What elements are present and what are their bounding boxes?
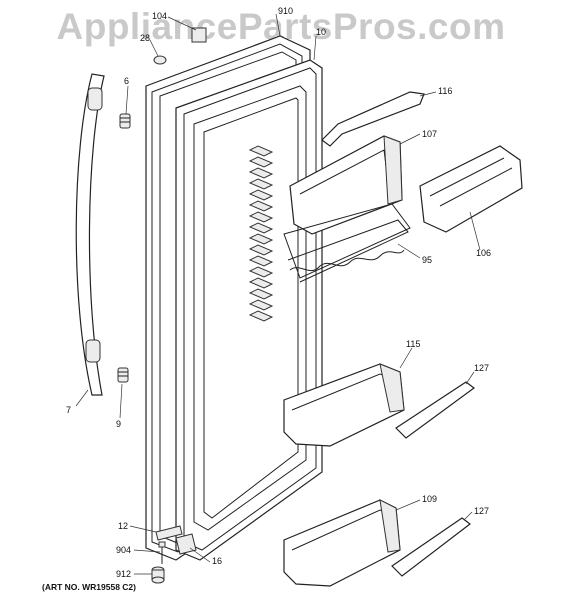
shelf-rail-rib: [248, 145, 274, 157]
door-bin-115: [283, 363, 405, 447]
callout-28: 28: [140, 33, 151, 43]
trim-127-upper: [395, 381, 476, 439]
shelf-rail-rib: [248, 299, 274, 311]
shelf-rail-rib: [248, 178, 274, 190]
shelf-rails: [248, 145, 274, 322]
cap-28: [153, 55, 167, 65]
door-handle: [75, 73, 105, 396]
callout-6: 6: [124, 76, 130, 86]
hinge-plate-12: [155, 525, 183, 541]
callout-106: 106: [476, 248, 492, 258]
callout-910: 910: [278, 6, 294, 16]
screw-6: [119, 113, 131, 129]
shelf-rail-rib: [248, 233, 274, 245]
callout-10: 10: [316, 27, 327, 37]
wire-rack-95: [283, 203, 411, 283]
callout-104: 104: [152, 11, 168, 21]
callout-9: 9: [116, 419, 122, 429]
shelf-rail-rib: [248, 277, 274, 289]
callout-107: 107: [422, 129, 438, 139]
callout-12: 12: [118, 521, 129, 531]
callout-904: 904: [116, 545, 132, 555]
shelf-rail-rib: [248, 222, 274, 234]
shelf-rail-rib: [248, 200, 274, 212]
door-liner: [193, 85, 307, 531]
shelf-rail-rib: [248, 244, 274, 256]
screw-9: [117, 367, 129, 383]
callout-109: 109: [422, 494, 438, 504]
bin-bar-116: [321, 91, 425, 147]
callout-95: 95: [422, 255, 433, 265]
callout-115: 115: [406, 339, 421, 349]
callout-116: 116: [438, 86, 453, 96]
callout-7: 7: [66, 405, 72, 415]
door-bin-109: [283, 499, 401, 587]
plug-104: [191, 27, 207, 43]
leader-lines: [75, 13, 481, 575]
shelf-rail-rib: [248, 167, 274, 179]
shelf-rail-rib: [248, 189, 274, 201]
pin-904: [158, 541, 166, 564]
shelf-rail-rib: [248, 310, 274, 322]
shelf-rail-rib: [248, 288, 274, 300]
door-stop-16: [175, 533, 197, 555]
callout-127-lower: 127: [474, 506, 490, 516]
callout-16: 16: [212, 556, 223, 566]
shelf-rail-rib: [248, 255, 274, 267]
shelf-rail-rib: [248, 211, 274, 223]
callout-127-upper: 127: [474, 363, 490, 373]
shelf-rail-rib: [248, 266, 274, 278]
callout-912: 912: [116, 569, 132, 579]
dairy-cover-106: [419, 145, 523, 233]
art-number: (ART NO. WR19558 C2): [42, 582, 136, 592]
trim-127-lower: [391, 517, 471, 577]
door-gasket: [175, 59, 323, 561]
shelf-rail-rib: [248, 156, 274, 168]
bushing-912: [151, 566, 165, 584]
